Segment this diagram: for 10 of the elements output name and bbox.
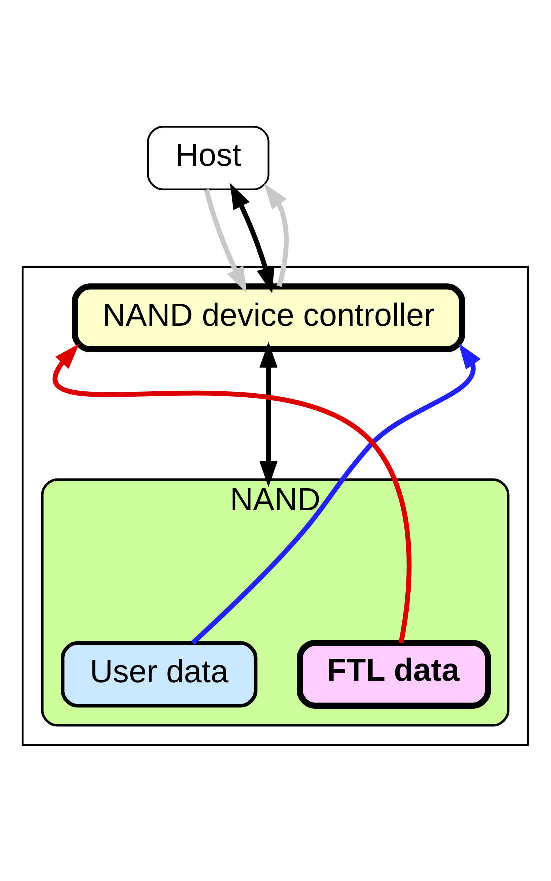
node-box: Host [147, 126, 270, 190]
node-box: User data [61, 640, 258, 708]
arrow [53, 343, 412, 644]
arrow [264, 183, 289, 287]
node-box: NAND device controller [72, 283, 466, 352]
arrow [260, 341, 278, 487]
arrow [191, 342, 481, 644]
arrow [204, 188, 248, 293]
node-box: FTL data [297, 640, 492, 708]
arrow [230, 182, 275, 294]
